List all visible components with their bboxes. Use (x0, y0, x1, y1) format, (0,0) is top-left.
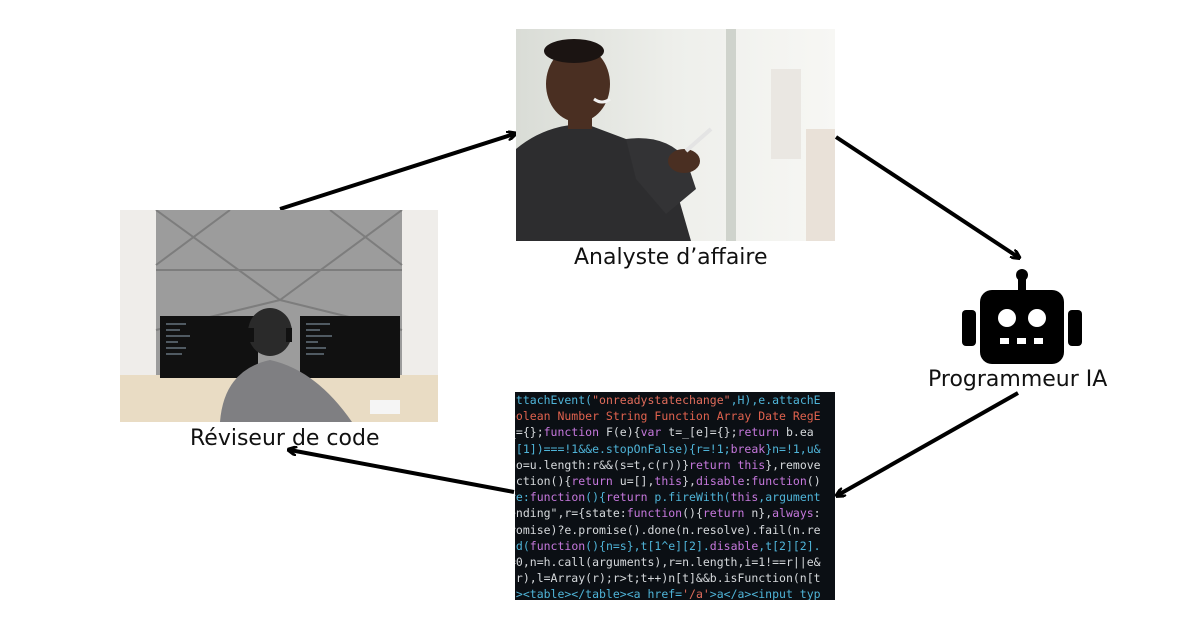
arrow-reviewer-to-analyst (279, 134, 514, 211)
arrow-programmer-to-code (838, 391, 1019, 495)
code-screenshot: attachEvent("onreadystatechange",H),e.at… (515, 392, 835, 600)
code-line: attachEvent("onreadystatechange",H),e.at… (515, 393, 821, 407)
code-line: /><table></table><a href='/a'>a</a><inpu… (515, 587, 821, 600)
code-line: t[1])===!1&&e.stopOnFalse){r=!1;break}n=… (515, 441, 821, 456)
business-analyst-photo (516, 29, 835, 241)
arrow-code-to-reviewer (290, 450, 515, 494)
code-line: ending",r={state:function(){return n},al… (515, 506, 821, 521)
business-analyst-label: Analyste d’affaire (574, 245, 768, 270)
code-line: _={};function F(e){var t=_[e]={};return … (515, 425, 814, 440)
code-line: (r),l=Array(r);r>t;t++)n[t]&&b.isFunctio… (515, 571, 821, 586)
code-line: romise)?e.promise().done(n.resolve).fail… (515, 522, 821, 537)
code-line: =0,n=h.call(arguments),r=n.length,i=1!==… (515, 555, 821, 570)
code-line: re:function(){return p.fireWith(this,arg… (515, 490, 821, 505)
code-line: ?o=u.length:r&&(s=t,c(r))}return this},r… (515, 457, 821, 472)
code-line: nction(){return u=[],this},disable:funct… (515, 474, 821, 489)
arrow-analyst-to-programmer (834, 135, 1018, 257)
code-line: oolean Number String Function Array Date… (515, 409, 821, 424)
robot-icon (962, 268, 1082, 368)
code-reviewer-photo (120, 210, 438, 422)
code-line: dd(function(){n=s},t[1^e][2].disable,t[2… (515, 538, 821, 553)
code-reviewer-label: Réviseur de code (190, 426, 380, 451)
ai-programmer-label: Programmeur IA (928, 367, 1108, 392)
